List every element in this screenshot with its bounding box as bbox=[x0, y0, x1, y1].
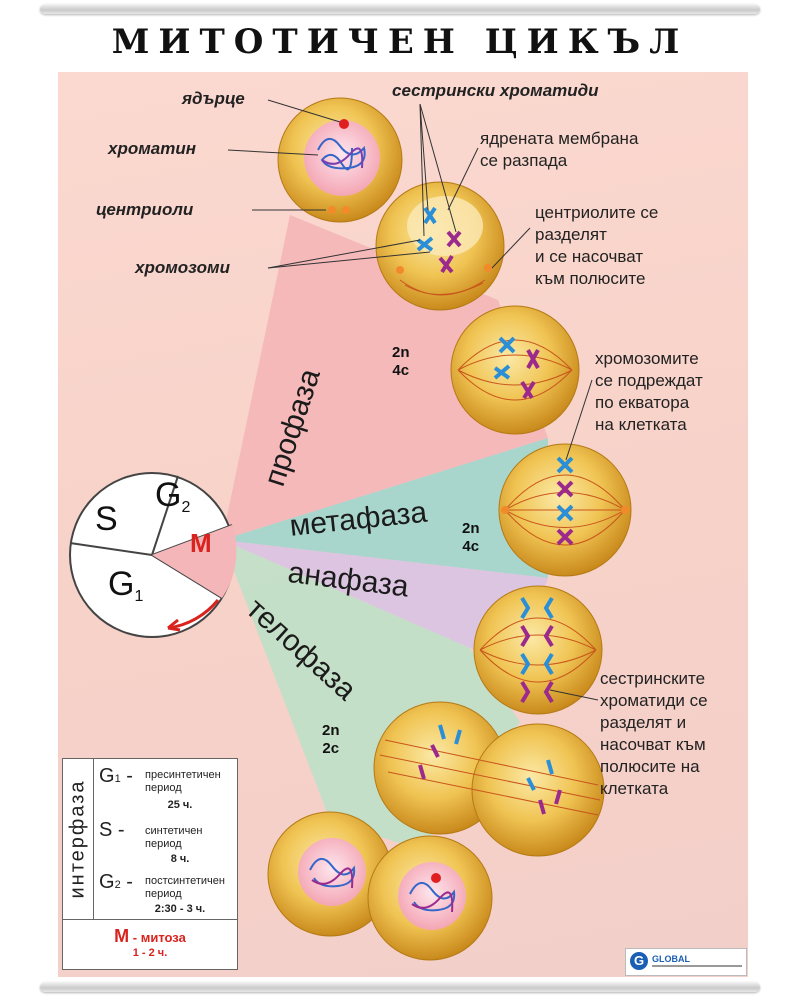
note-equator: хромозомите се подреждат по екватора на … bbox=[595, 349, 703, 434]
top-hanging-rail bbox=[40, 4, 760, 14]
interphase-legend: интерфаза G1 - пресинтетичен период 25 ч… bbox=[62, 758, 238, 970]
interphase-cell bbox=[277, 97, 403, 223]
pie-g2: G2 bbox=[155, 476, 191, 516]
legend-s-dur: 8 ч. bbox=[170, 853, 190, 865]
bottom-hanging-rail bbox=[40, 982, 760, 992]
legend-s-key: S - bbox=[99, 819, 125, 841]
label-chromatin: хроматин bbox=[108, 139, 197, 158]
anaphase-sector bbox=[222, 540, 548, 662]
metaphase-sector bbox=[222, 438, 548, 578]
daughter-cell-left bbox=[267, 811, 393, 937]
label-sister-chromatids: сестрински хроматиди bbox=[392, 81, 599, 100]
poster-title: МИТОТИЧЕН ЦИКЪЛ bbox=[111, 22, 689, 62]
ploidy-telophase: 2n 2c bbox=[322, 722, 340, 757]
pie-m: M bbox=[190, 528, 212, 558]
late-prophase-cell bbox=[450, 305, 580, 435]
note-membrane: ядрената мембрана се разпада bbox=[480, 129, 639, 170]
leader-lines bbox=[227, 99, 599, 701]
daughter-cell-right bbox=[367, 835, 493, 961]
pie-s: S bbox=[95, 500, 118, 538]
legend-side: интерфаза bbox=[63, 759, 94, 919]
telophase-cell bbox=[373, 701, 605, 857]
note-centrioles: центриолите се разделят и се насочват къ… bbox=[535, 203, 659, 288]
metaphase-cell bbox=[498, 443, 632, 577]
legend-g2-key: G2 - bbox=[99, 871, 133, 893]
anaphase-cell bbox=[473, 585, 603, 715]
publisher-logo: G GLOBAL bbox=[625, 948, 747, 976]
legend-g1-desc: пресинтетичен период bbox=[145, 769, 221, 794]
cell-cycle-pie bbox=[69, 472, 237, 638]
legend-g2-desc: постсинтетичен период bbox=[145, 875, 225, 900]
label-centrioles: центриоли bbox=[96, 200, 194, 219]
note-chromatids: сестринските хроматиди се разделят и нас… bbox=[600, 669, 708, 798]
label-nucleolus: ядърце bbox=[182, 89, 245, 108]
ploidy-metaphase: 2n 4c bbox=[462, 520, 480, 555]
legend-g1-dur: 25 ч. bbox=[167, 799, 193, 811]
legend-mitosis: M - митоза 1 - 2 ч. bbox=[63, 919, 237, 970]
legend-g1-key: G1 - bbox=[99, 765, 133, 787]
early-prophase-cell bbox=[375, 181, 505, 311]
ploidy-prophase: 2n 4c bbox=[392, 344, 410, 379]
legend-g2-dur: 2:30 - 3 ч. bbox=[154, 903, 206, 915]
pie-g1: G1 bbox=[108, 565, 144, 605]
legend-s-desc: синтетичен период bbox=[145, 825, 203, 850]
label-chromosomes: хромозоми bbox=[135, 258, 230, 277]
